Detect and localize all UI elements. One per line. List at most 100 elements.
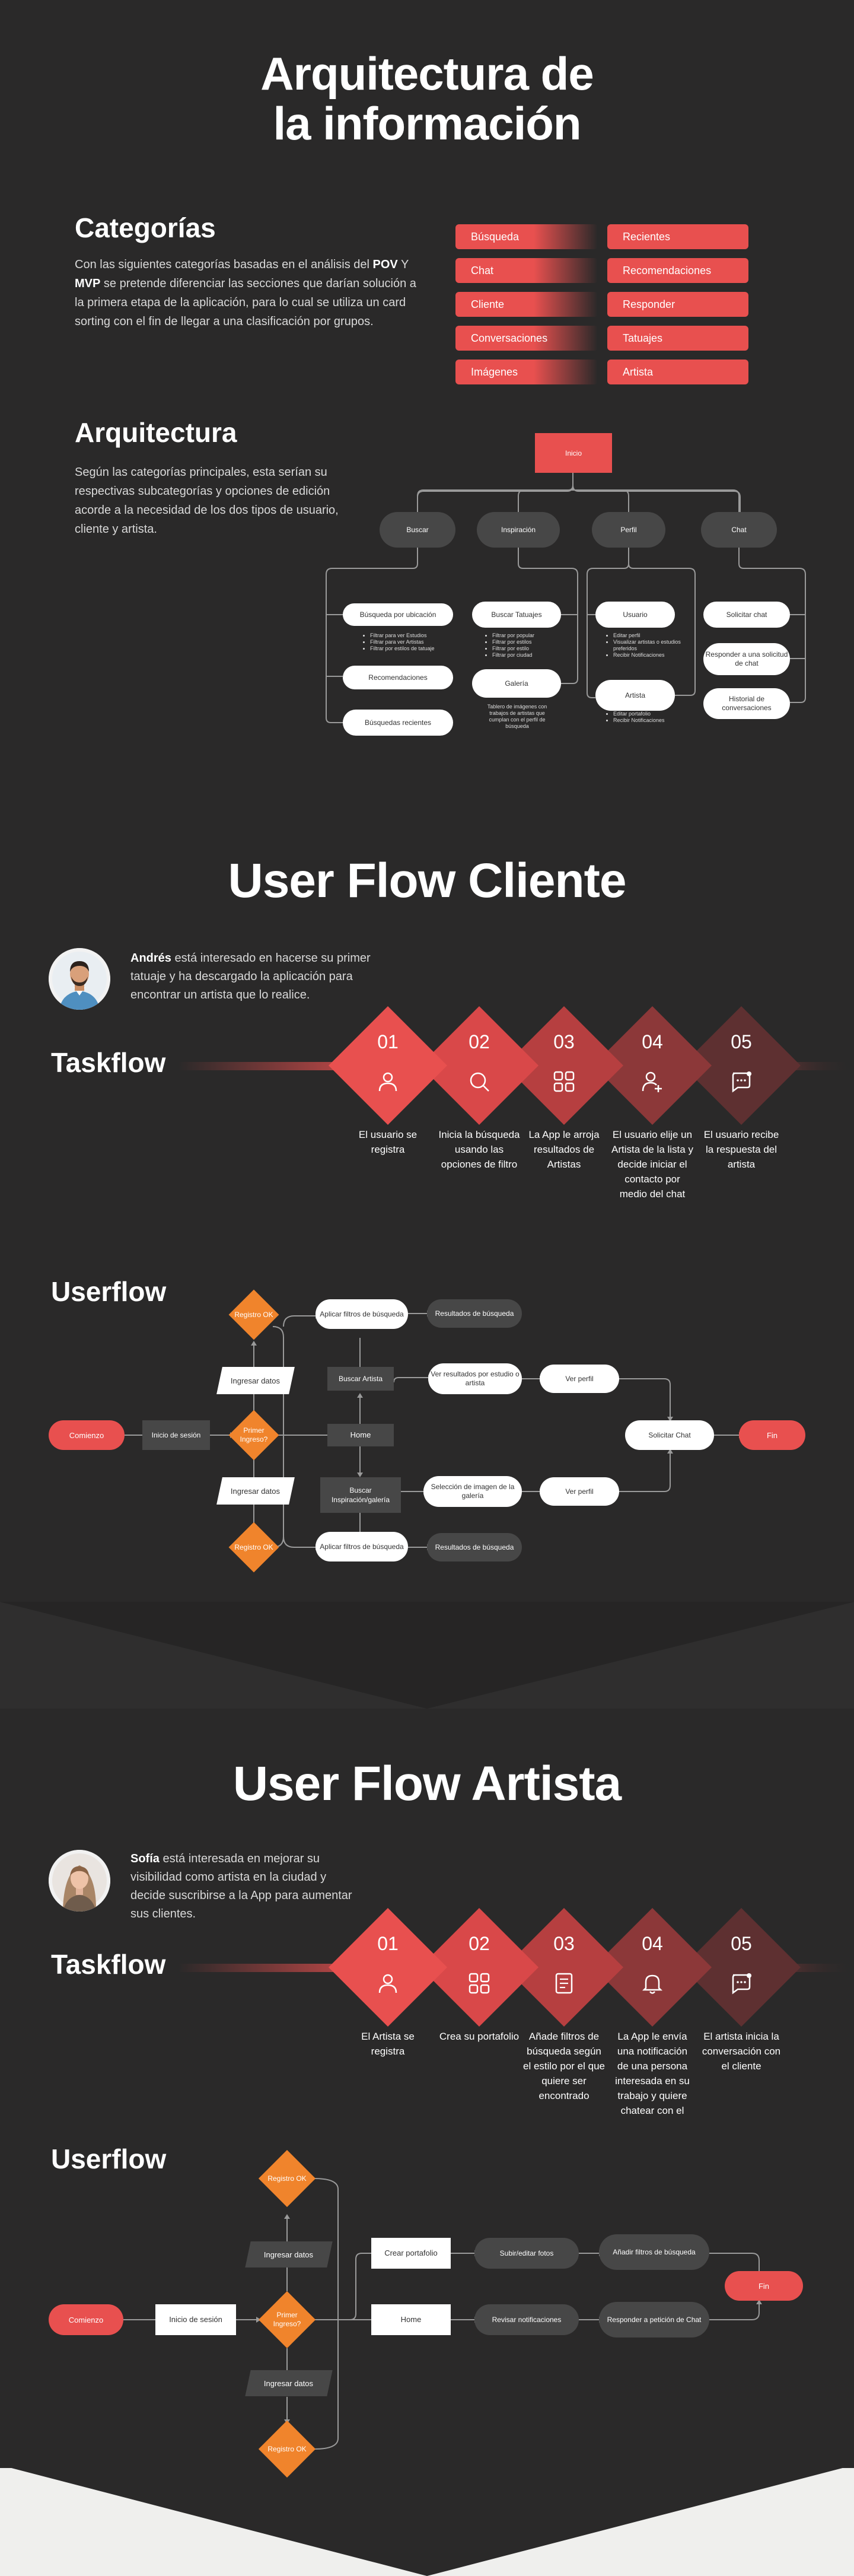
category-card-right: Tatuajes [607,326,748,351]
artista-step-number: 04 [642,1933,663,1954]
ia-section: Perfil [592,512,665,548]
cliente-reg-bottom-label: Registro OK [234,1543,273,1551]
artista-step-caption: El artista inicia la conversación con el… [702,2031,781,2072]
sofia-portrait-icon [49,1850,110,1912]
categories-text: Con las siguientes categorías basadas en… [75,258,416,328]
user-icon [378,1072,397,1092]
ia-usuario: Usuario [595,602,675,628]
artista-fin: Fin [725,2271,803,2301]
category-card-left: Cliente [455,292,598,317]
sofia-avatar [49,1850,110,1912]
grid-icon [553,1071,575,1092]
artista-step-number: 05 [731,1933,752,1954]
category-card-left: Conversaciones [455,326,598,351]
ia-bullet: Filtrar por popular [492,632,568,639]
category-card-left: Búsqueda [455,224,598,249]
artista-input-bottom: Ingresar datos [245,2370,333,2396]
cliente-step-number: 01 [377,1031,399,1052]
ia-bullet: Filtrar por estilos de tatuaje [370,645,458,652]
andres-portrait-icon [49,948,110,1010]
artista-subir-fotos: Subir/editar fotos [474,2238,579,2269]
chat-icon [732,1973,751,1995]
ia-title: Arquitectura de la información [0,49,854,148]
ia-title-line2: la información [273,97,581,150]
list-icon [555,1973,573,1994]
cliente-seleccion-imagen: Selección de imagen de la galería [423,1476,522,1507]
cliente-userflow-label: Userflow [51,1276,167,1307]
artista-step-number: 01 [377,1933,399,1954]
artista-start: Comienzo [49,2304,123,2335]
category-card-right: Recientes [607,224,748,249]
ia-bullet: Recibir Notificaciones [613,717,689,724]
cliente-reg-top-label: Registro OK [234,1310,273,1319]
architecture-text: Según las categorías principales, esta s… [75,466,339,536]
cliente-login: Inicio de sesión [142,1420,210,1450]
category-card-left: Chat [455,258,598,283]
ia-section: Inspiración [477,512,560,548]
cliente-step-caption: El usuario recibe la respuesta del artis… [703,1129,779,1170]
cliente-step-diamond [682,1006,801,1125]
ia-usuario-bullets: Editar perfilVisualizar artistas o estud… [606,632,689,659]
ia-artista-bullets: Editar portafolioRecibir Notificaciones [606,711,689,724]
ia-insp-bullets: Filtrar por popularFiltrar por estilosFi… [485,632,568,659]
cliente-step-diamond [505,1006,623,1125]
artista-title: User Flow Artista [232,1757,622,1811]
artista-step-diamond [682,1908,801,2027]
ia-section: Chat [701,512,777,548]
cliente-resultados-bottom: Resultados de búsqueda [427,1533,522,1561]
sofia-text: Sofía está interesada en mejorar su visi… [130,1852,352,1920]
ia-responder-solicitud: Responder a una solicitud de chat [703,643,790,675]
cliente-filtros-top: Aplicar filtros de búsqueda [316,1299,408,1329]
user-plus-icon [642,1071,662,1092]
artista-step-number: 02 [469,1933,490,1954]
cliente-fin: Fin [739,1420,805,1450]
andres-text: Andrés está interesado en hacerse su pri… [130,952,371,1001]
artista-userflow-label: Userflow [51,2144,167,2174]
cliente-ver-perfil-top: Ver perfil [540,1365,619,1393]
cliente-solicitar-chat: Solicitar Chat [625,1420,714,1450]
ia-bullet: Filtrar para ver Artistas [370,639,458,645]
user-icon [378,1974,397,1993]
ia-busqueda-ubicacion: Búsqueda por ubicación [343,603,453,626]
cliente-step-number: 05 [731,1031,752,1052]
ia-bullet: Visualizar artistas o estudios preferido… [613,639,689,652]
category-card-right: Artista [607,360,748,384]
artista-revisar-notificaciones: Revisar notificaciones [474,2304,579,2335]
artista-responder-peticion: Responder a petición de Chat [599,2302,709,2338]
cliente-step-caption: Inicia la búsqueda usando las opciones d… [438,1129,520,1170]
artista-crear-portafolio: Crear portafolio [371,2238,451,2269]
cliente-ver-perfil-bottom: Ver perfil [540,1477,619,1506]
category-card-right: Recomendaciones [607,258,748,283]
artista-login: Inicio de sesión [155,2304,236,2335]
cliente-filtros-bottom: Aplicar filtros de búsqueda [316,1532,408,1561]
ia-galeria: Galería [472,669,561,698]
artista-step-caption: El Artista se registra [361,2031,415,2057]
category-card-right: Responder [607,292,748,317]
cliente-step-number: 03 [553,1031,575,1052]
artista-step-caption: Crea su portafolio [439,2031,520,2042]
artista-step-diamond [593,1908,712,2027]
chat-icon [732,1071,751,1093]
artista-step-caption: Añade filtros de búsqueda según el estil… [523,2031,605,2101]
ia-buscar-tatuajes: Buscar Tatuajes [472,602,561,628]
cliente-ver-resultados: Ver resultados por estudio o artista [428,1363,522,1394]
ia-title-line1: Arquitectura de [260,47,594,100]
cliente-title: User Flow Cliente [228,854,626,908]
architecture-heading: Arquitectura [75,417,237,448]
ia-historial: Historial de conversaciones [703,688,790,719]
category-card-left: Imágenes [455,360,598,384]
cliente-step-diamond [593,1006,712,1125]
ia-artista: Artista [595,680,675,711]
cliente-step-number: 02 [469,1031,490,1052]
artista-home: Home [371,2304,451,2335]
artista-step-number: 03 [553,1933,575,1954]
ia-galeria-note: Tablero de imágenes con trabajos de arti… [487,704,547,729]
cliente-home: Home [327,1424,394,1446]
cliente-step-diamond [329,1006,447,1125]
ia-bullet: Filtrar por ciudad [492,652,568,659]
